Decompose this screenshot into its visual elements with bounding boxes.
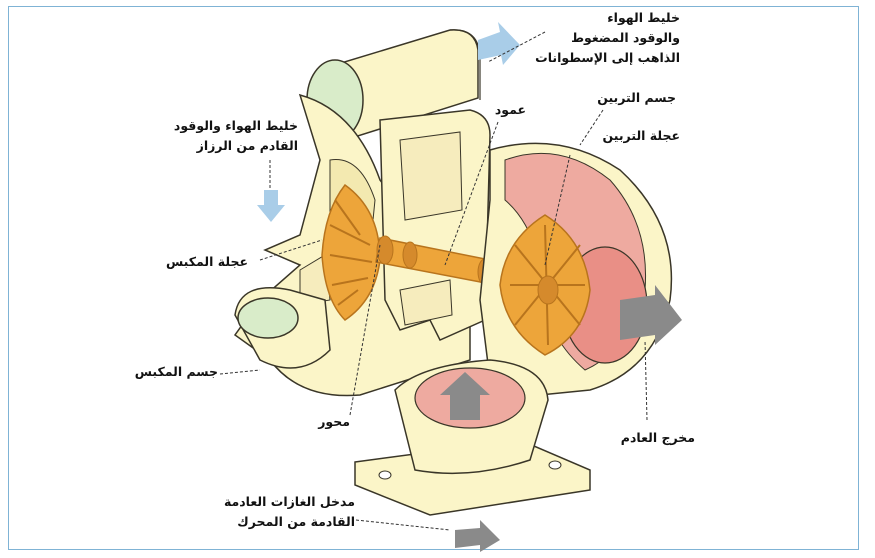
leader-compressor-housing (220, 370, 260, 374)
label-shaft: عمود (486, 100, 526, 120)
center-housing (380, 110, 490, 340)
label-exhaust-outlet: مخرج العادم (605, 428, 695, 448)
label-line: القادمة من المحرك (205, 512, 355, 532)
mixture-in-arrow (257, 190, 285, 222)
label-line: خليط الهواء والوقود (168, 116, 298, 136)
label-axle: محور (300, 412, 350, 432)
label-turbine-housing: جسم التربين (590, 88, 676, 108)
label-line: مدخل الغازات العادمة (205, 492, 355, 512)
label-mixture-from-carburetor: خليط الهواء والوقود القادم من الرزاز (168, 116, 298, 156)
label-line: خليط الهواء (520, 8, 680, 28)
leader-exhaust-inlet (356, 520, 450, 530)
label-compressor-wheel: عجلة المكبس (158, 252, 248, 272)
label-line: الذاهب إلى الإسطوانات (520, 48, 680, 68)
compressor-inlet-scroll (235, 288, 330, 368)
label-line: والوقود المضغوط (520, 28, 680, 48)
label-line: القادم من الرزاز (168, 136, 298, 156)
label-exhaust-inlet: مدخل الغازات العادمة القادمة من المحرك (205, 492, 355, 532)
label-mixture-to-cylinders: خليط الهواء والوقود المضغوط الذاهب إلى ا… (520, 8, 680, 68)
label-compressor-housing: جسم المكبس (132, 362, 218, 382)
mixture-out-arrow (478, 22, 520, 65)
exhaust-inlet-arrow-bottom (455, 520, 500, 552)
label-turbine-wheel: عجلة التربين (596, 126, 680, 146)
